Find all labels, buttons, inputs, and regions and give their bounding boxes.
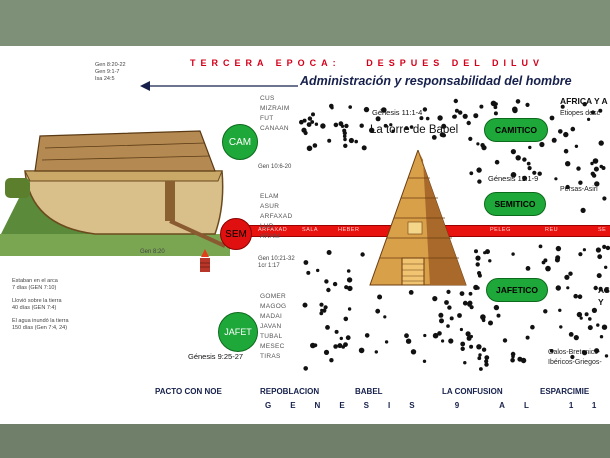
sem-ref: Gen 10:21-32 1cr 1:17 — [258, 256, 295, 269]
flood-note: Llovió sobre la tierra 40 días (GEN 7:4) — [12, 298, 62, 311]
noahs-ark-illustration — [0, 130, 230, 256]
people-jafetico: JAFETICO — [486, 278, 548, 302]
son-cam-circle: CAM — [222, 124, 258, 160]
arrow-ref: Isa 24:5 — [95, 76, 115, 82]
lineage-label: PELEG — [490, 227, 511, 233]
background-top — [0, 0, 610, 46]
jafet-ref: Génesis 9:25-27 — [188, 352, 244, 361]
cam-ref: Gen 10:6-20 — [258, 164, 292, 170]
lineage-label: ARFAXAD — [258, 227, 288, 233]
genesis-range: GENESIS 9 AL 11 — [265, 401, 610, 410]
lineage-label: SALA — [302, 227, 319, 233]
babel-ref: Génesis 11:1-4 — [372, 108, 423, 117]
background-bottom — [0, 424, 610, 458]
arrow-refs: Gen 8:20-22 Gen 9:1-7 Isa 24:5 — [95, 62, 126, 83]
people-semitico: SEMITICO — [484, 192, 546, 216]
son-sem-circle: SEM — [220, 218, 252, 250]
lineage-label: REU — [545, 227, 559, 233]
flood-note: Estaban en el arca 7 días (GEN 7:10) — [12, 278, 58, 291]
tower-of-babel-illustration — [369, 150, 467, 286]
lineage-label: HEBER — [338, 227, 360, 233]
babel-title: La torre de Babel — [370, 124, 459, 136]
subtitle: Administración y responsabilidad del hom… — [300, 74, 572, 88]
topic-babel: BABEL — [355, 387, 383, 396]
camitico-region: AFRICA Y A — [560, 96, 608, 106]
sem-descendants: ELAM ASUR ARFAXAD LUD ARAM — [260, 193, 293, 240]
epoch-heading: TERCERA EPOCA: DESPUES DEL DILUV — [190, 58, 610, 68]
cam-descendants: CUS MIZRAIM FUT CANAAN — [260, 95, 290, 132]
son-jafet-circle: JAFET — [218, 312, 258, 352]
arrow-ref: Gen 9:1-7 — [95, 69, 120, 75]
altar-ref: Gen 8:20 — [140, 249, 165, 255]
topic-esparcimiento: ESPARCIMIE — [540, 387, 590, 396]
lineage-label: SE — [598, 227, 607, 233]
jafetico-sub: Galos-Bretonics- Ibéricos-Griegos- — [548, 349, 602, 366]
dispersion-dots — [299, 98, 610, 371]
epoch-label: TERCERA EPOCA: — [190, 58, 341, 68]
epoch-title: DESPUES DEL DILUV — [366, 58, 545, 68]
topic-pacto: PACTO CON NOE — [155, 387, 222, 396]
semitico-sub: Persas-Asiri — [560, 186, 598, 193]
back-arrow-icon — [140, 81, 298, 91]
people-camitico: CAMITICO — [484, 118, 548, 142]
jafet-descendants: GOMER MAGOG MADAI JAVAN TUBAL MESEC TIRA… — [260, 293, 287, 360]
arrow-ref: Gen 8:20-22 — [95, 62, 126, 68]
babel-ref-2: Génesis 11:1-9 — [488, 174, 539, 183]
camitico-sub: Etiopes desc — [560, 110, 601, 117]
altar-icon — [200, 249, 210, 272]
topic-repoblacion: REPOBLACION — [260, 387, 320, 396]
flood-note: El agua inundó la tierra 150 días (Gen 7… — [12, 318, 69, 331]
flood-notes: Estaban en el arca 7 días (GEN 7:10) Llo… — [12, 278, 69, 332]
topic-confusion: LA CONFUSION — [442, 387, 503, 396]
diagram-slide: TERCERA EPOCA: DESPUES DEL DILUV Adminis… — [0, 46, 610, 424]
